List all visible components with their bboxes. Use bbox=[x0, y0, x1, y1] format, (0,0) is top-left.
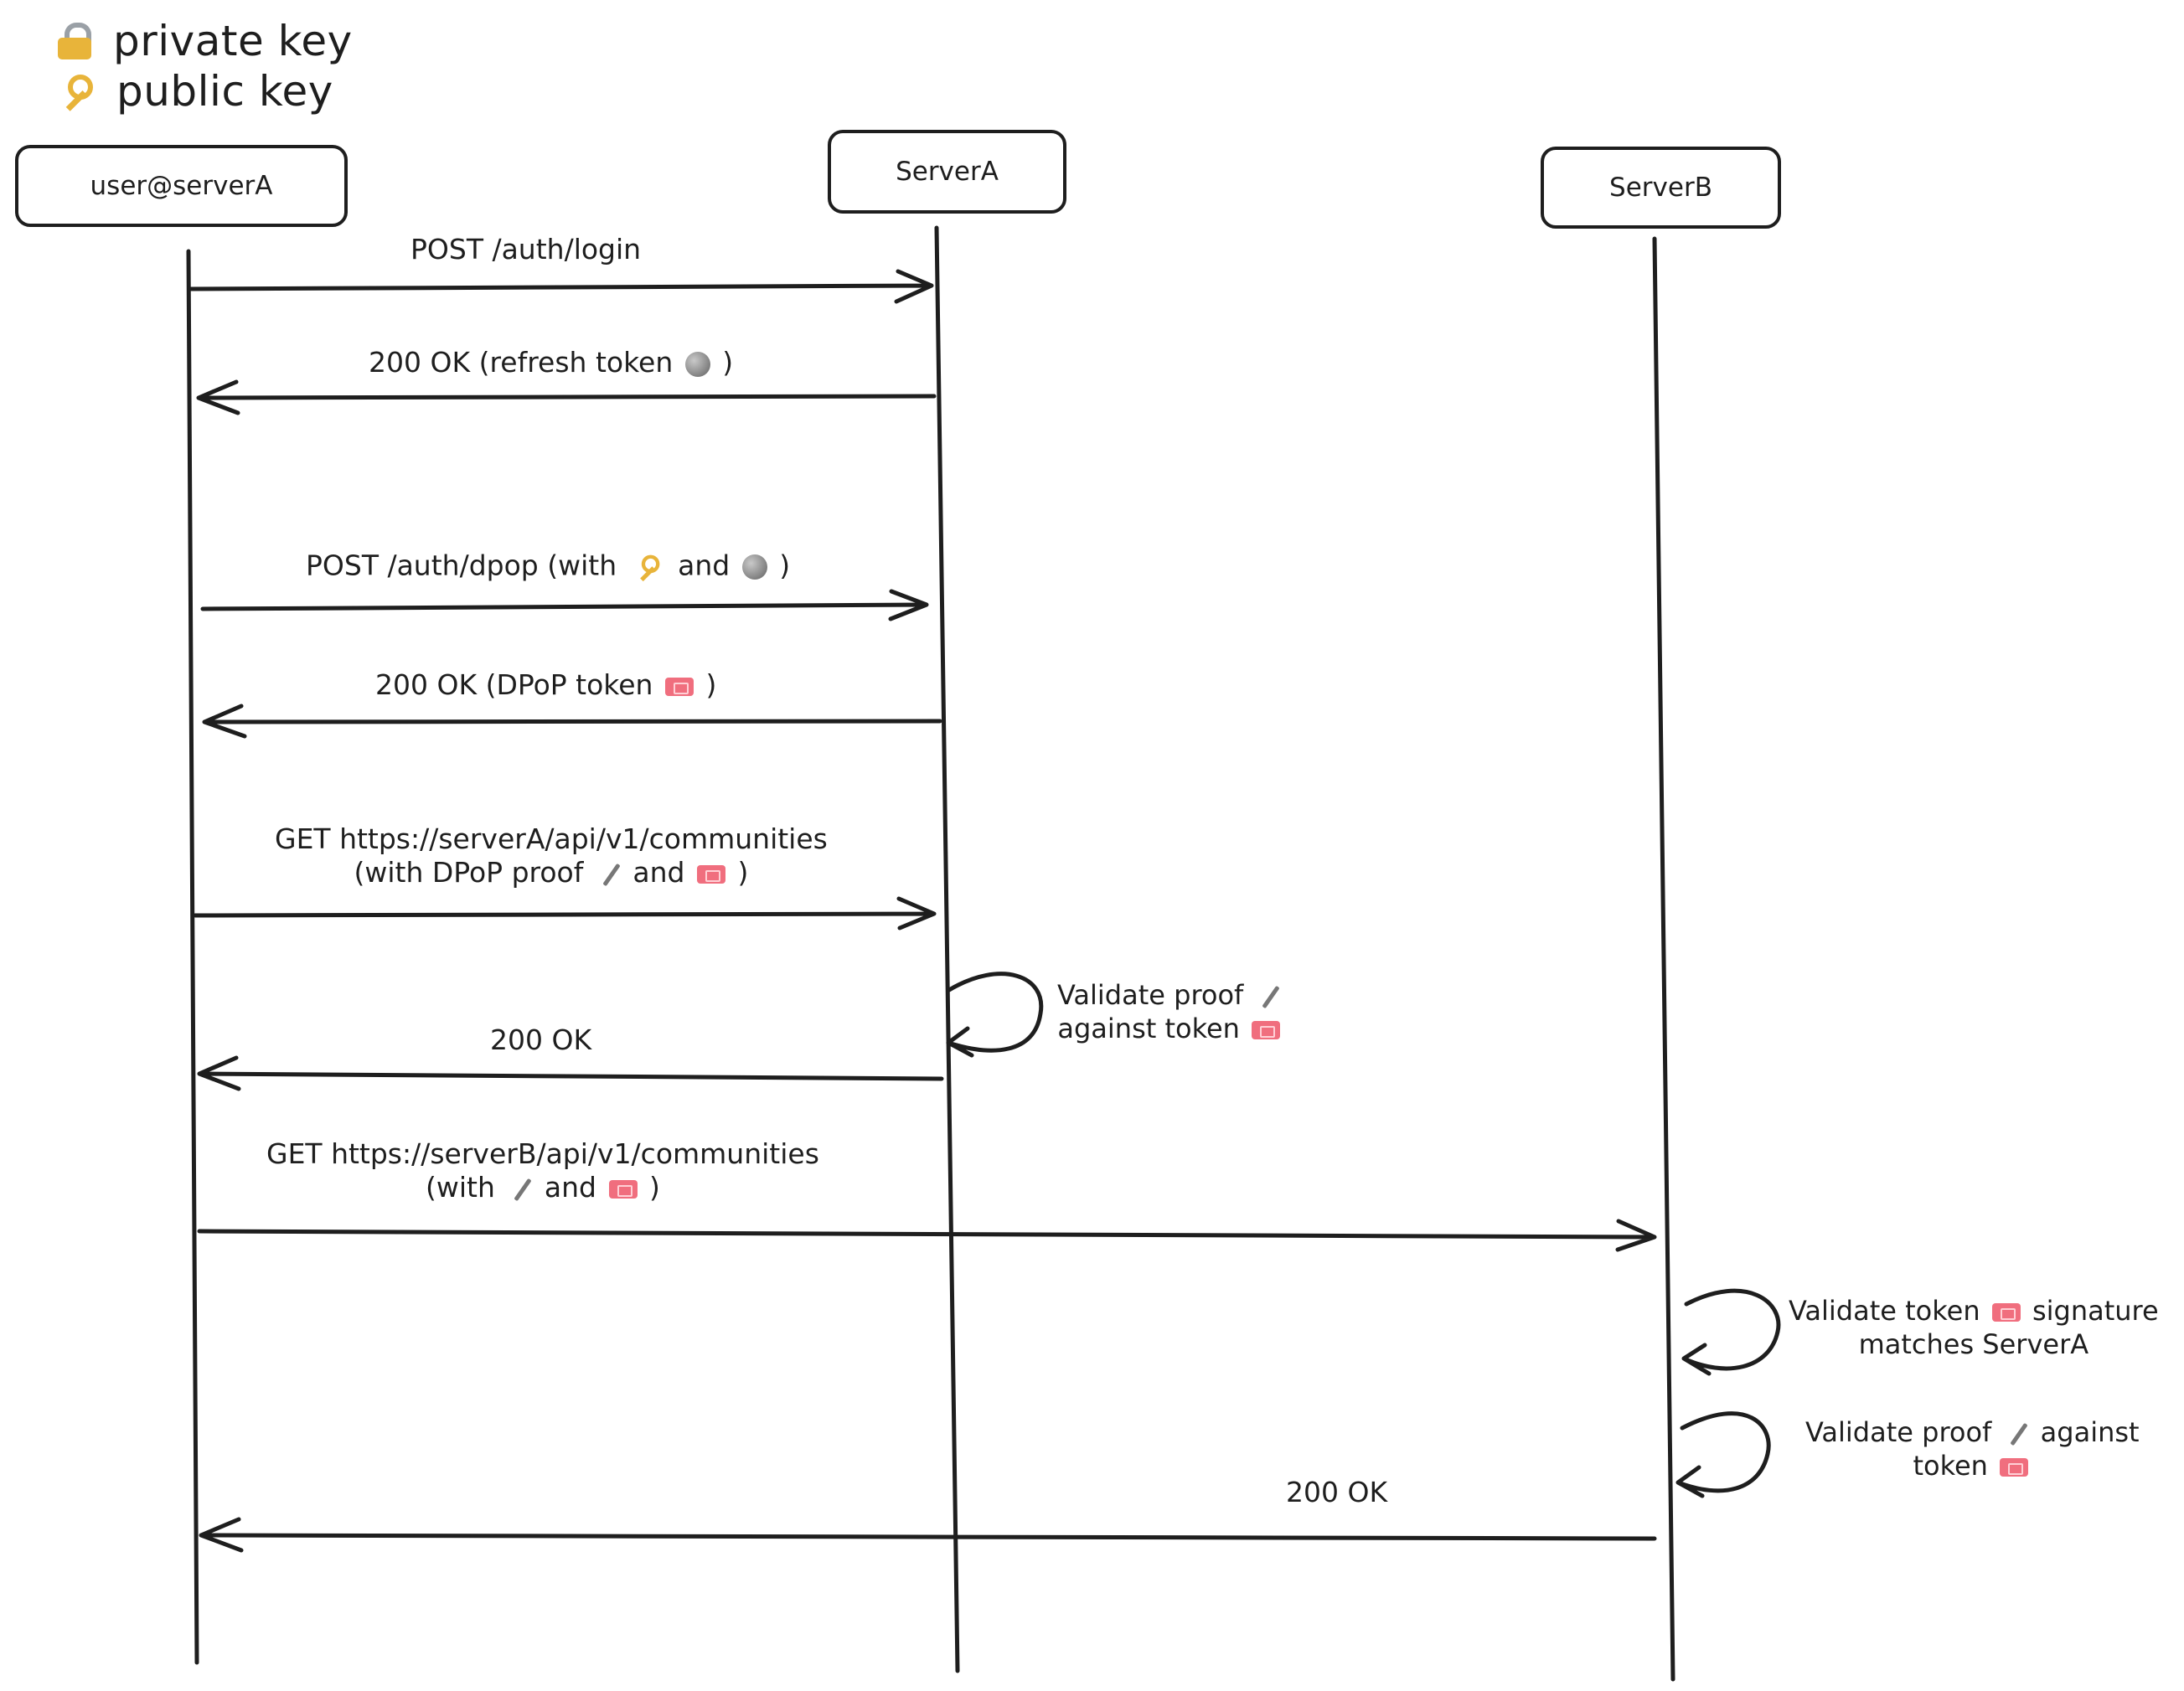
ticket-icon bbox=[2000, 1458, 2029, 1477]
note-text: token bbox=[1913, 1450, 1988, 1482]
label-text: ) bbox=[705, 668, 717, 701]
label-text: ) bbox=[779, 549, 791, 582]
actor-user: user@serverA bbox=[15, 145, 348, 227]
actor-serverA: ServerA bbox=[828, 130, 1066, 214]
note-line1: Validate token signature bbox=[1789, 1294, 2159, 1328]
loop-validate-token-signature bbox=[1681, 1288, 1781, 1376]
label-text: 200 OK (DPoP token bbox=[375, 668, 653, 701]
key-icon bbox=[634, 554, 661, 580]
label-text: POST /auth/login bbox=[410, 233, 642, 266]
label-serverB-200-ok: 200 OK bbox=[1286, 1476, 1387, 1509]
note-validate-proof-serverB: Validate proof against token bbox=[1805, 1415, 2140, 1482]
lock-icon bbox=[58, 23, 91, 59]
ticket-icon bbox=[696, 864, 725, 884]
label-text: 200 OK (refresh token bbox=[369, 346, 674, 379]
label-text: (with DPoP proof bbox=[354, 856, 584, 889]
label-get-serverA-communities: GET https://serverA/api/v1/communities (… bbox=[275, 822, 828, 889]
moon-icon bbox=[684, 351, 710, 377]
label-text: ) bbox=[737, 856, 749, 889]
ticket-icon bbox=[1991, 1303, 2021, 1322]
label-text: ) bbox=[649, 1171, 660, 1204]
actor-user-label: user@serverA bbox=[90, 171, 273, 201]
pen-icon bbox=[1255, 984, 1280, 1009]
note-text: Validate proof bbox=[1805, 1416, 1992, 1448]
pen-icon bbox=[507, 1177, 532, 1202]
label-post-auth-login: POST /auth/login bbox=[410, 233, 641, 266]
label-line2: (with DPoP proof and ) bbox=[275, 856, 828, 889]
legend-private-key: private key bbox=[54, 17, 353, 65]
label-text: (with bbox=[426, 1171, 495, 1204]
legend-private-key-label: private key bbox=[113, 17, 353, 65]
lifeline-user bbox=[186, 249, 199, 1665]
note-line2: matches ServerA bbox=[1858, 1328, 2089, 1360]
arrow-get-serverB-communities bbox=[197, 1219, 1657, 1252]
pen-icon bbox=[596, 862, 621, 887]
arrow-serverB-200-ok bbox=[199, 1517, 1657, 1553]
ticket-icon bbox=[608, 1179, 638, 1199]
note-text: Validate token bbox=[1789, 1295, 1980, 1327]
note-text: signature bbox=[2032, 1295, 2159, 1327]
legend-public-key-label: public key bbox=[116, 67, 333, 116]
ticket-icon bbox=[664, 677, 694, 696]
note-line2: token bbox=[1805, 1449, 2140, 1482]
label-text: POST /auth/dpop (with bbox=[306, 549, 617, 582]
lifeline-serverB bbox=[1652, 236, 1675, 1682]
label-text: GET https://serverB/api/v1/communities bbox=[266, 1137, 819, 1170]
note-validate-token-signature: Validate token signature matches ServerA bbox=[1789, 1294, 2159, 1361]
pen-icon bbox=[2003, 1421, 2028, 1446]
ticket-icon bbox=[1252, 1021, 1281, 1039]
label-text: 200 OK bbox=[490, 1023, 592, 1056]
note-line2: against token bbox=[1057, 1012, 1283, 1045]
label-post-auth-dpop: POST /auth/dpop (with and ) bbox=[306, 549, 790, 585]
actor-serverA-label: ServerA bbox=[896, 157, 999, 187]
note-text: against bbox=[2040, 1416, 2140, 1448]
lifeline-serverA bbox=[934, 225, 960, 1673]
label-refresh-token-response: 200 OK (refresh token ) bbox=[369, 346, 733, 379]
arrow-refresh-token-response bbox=[196, 379, 937, 415]
label-line2: (with and ) bbox=[266, 1171, 819, 1204]
label-text: and bbox=[632, 856, 685, 889]
key-icon bbox=[58, 73, 95, 110]
arrow-post-auth-dpop bbox=[200, 589, 929, 621]
actor-serverB: ServerB bbox=[1541, 147, 1781, 229]
loop-validate-proof-serverA bbox=[946, 972, 1044, 1058]
label-get-serverB-communities: GET https://serverB/api/v1/communities (… bbox=[266, 1137, 819, 1204]
legend-public-key: public key bbox=[54, 67, 333, 116]
note-validate-proof-serverA: Validate proof against token bbox=[1057, 978, 1283, 1045]
note-text: Validate proof bbox=[1057, 979, 1244, 1011]
label-dpop-token-response: 200 OK (DPoP token ) bbox=[375, 668, 716, 702]
label-serverA-200-ok: 200 OK bbox=[490, 1023, 591, 1057]
loop-validate-proof-serverB bbox=[1675, 1411, 1771, 1498]
label-text: and bbox=[678, 549, 731, 582]
arrow-dpop-token-response bbox=[202, 704, 942, 739]
moon-icon bbox=[741, 554, 767, 580]
note-line1: Validate proof bbox=[1057, 978, 1283, 1012]
note-text: against token bbox=[1057, 1013, 1240, 1044]
arrow-get-serverA-communities bbox=[193, 896, 937, 931]
label-text: and bbox=[544, 1171, 596, 1204]
arrow-post-auth-login bbox=[188, 269, 934, 304]
label-text: GET https://serverA/api/v1/communities bbox=[275, 822, 828, 855]
arrow-serverA-200-ok bbox=[197, 1055, 944, 1091]
note-line1: Validate proof against bbox=[1805, 1415, 2140, 1449]
label-text: ) bbox=[722, 346, 734, 379]
actor-serverB-label: ServerB bbox=[1609, 173, 1712, 203]
label-text: 200 OK bbox=[1286, 1476, 1388, 1508]
